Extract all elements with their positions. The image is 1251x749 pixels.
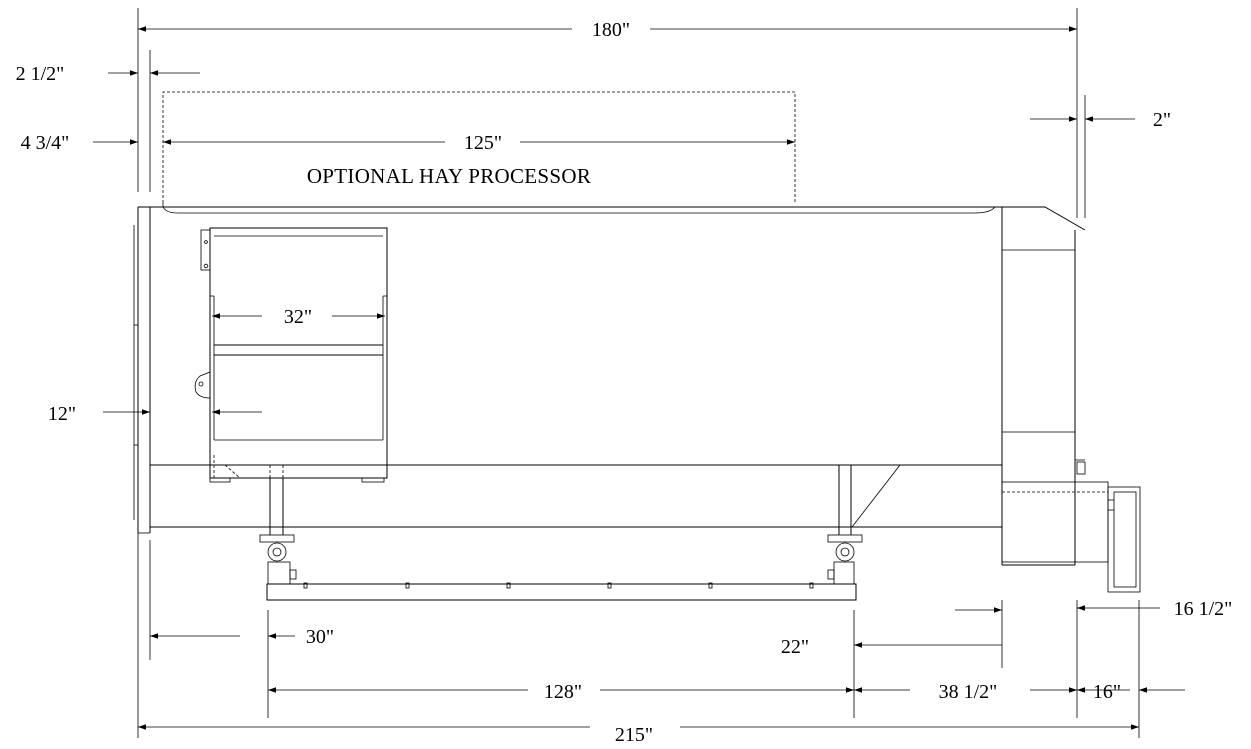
leg-right xyxy=(827,465,863,585)
machine-body xyxy=(133,203,1141,593)
dim-4-3-4: 4 3/4" xyxy=(21,132,70,154)
dimension-lines xyxy=(93,26,1185,730)
optional-hay-processor-label: OPTIONAL HAY PROCESSOR xyxy=(307,164,591,188)
dim-2-1-2: 2 1/2" xyxy=(16,63,65,85)
dim-16: 16" xyxy=(1093,681,1121,703)
dim-128: 128" xyxy=(544,681,582,703)
extension-lines xyxy=(137,8,1140,738)
dim-180: 180" xyxy=(592,19,630,41)
dim-22: 22" xyxy=(781,636,809,658)
dim-2: 2" xyxy=(1153,109,1171,131)
dim-32: 32" xyxy=(284,306,312,328)
dim-12: 12" xyxy=(48,403,76,425)
dim-38-1-2: 38 1/2" xyxy=(939,681,998,703)
dim-215: 215" xyxy=(615,724,653,746)
leg-left xyxy=(259,465,297,585)
optional-hay-processor-outline xyxy=(162,91,796,203)
bottom-beam xyxy=(266,582,857,601)
dim-125: 125" xyxy=(464,132,502,154)
left-compartment xyxy=(194,227,388,483)
dim-30: 30" xyxy=(306,626,334,648)
dim-16-1-2: 16 1/2" xyxy=(1174,598,1233,620)
